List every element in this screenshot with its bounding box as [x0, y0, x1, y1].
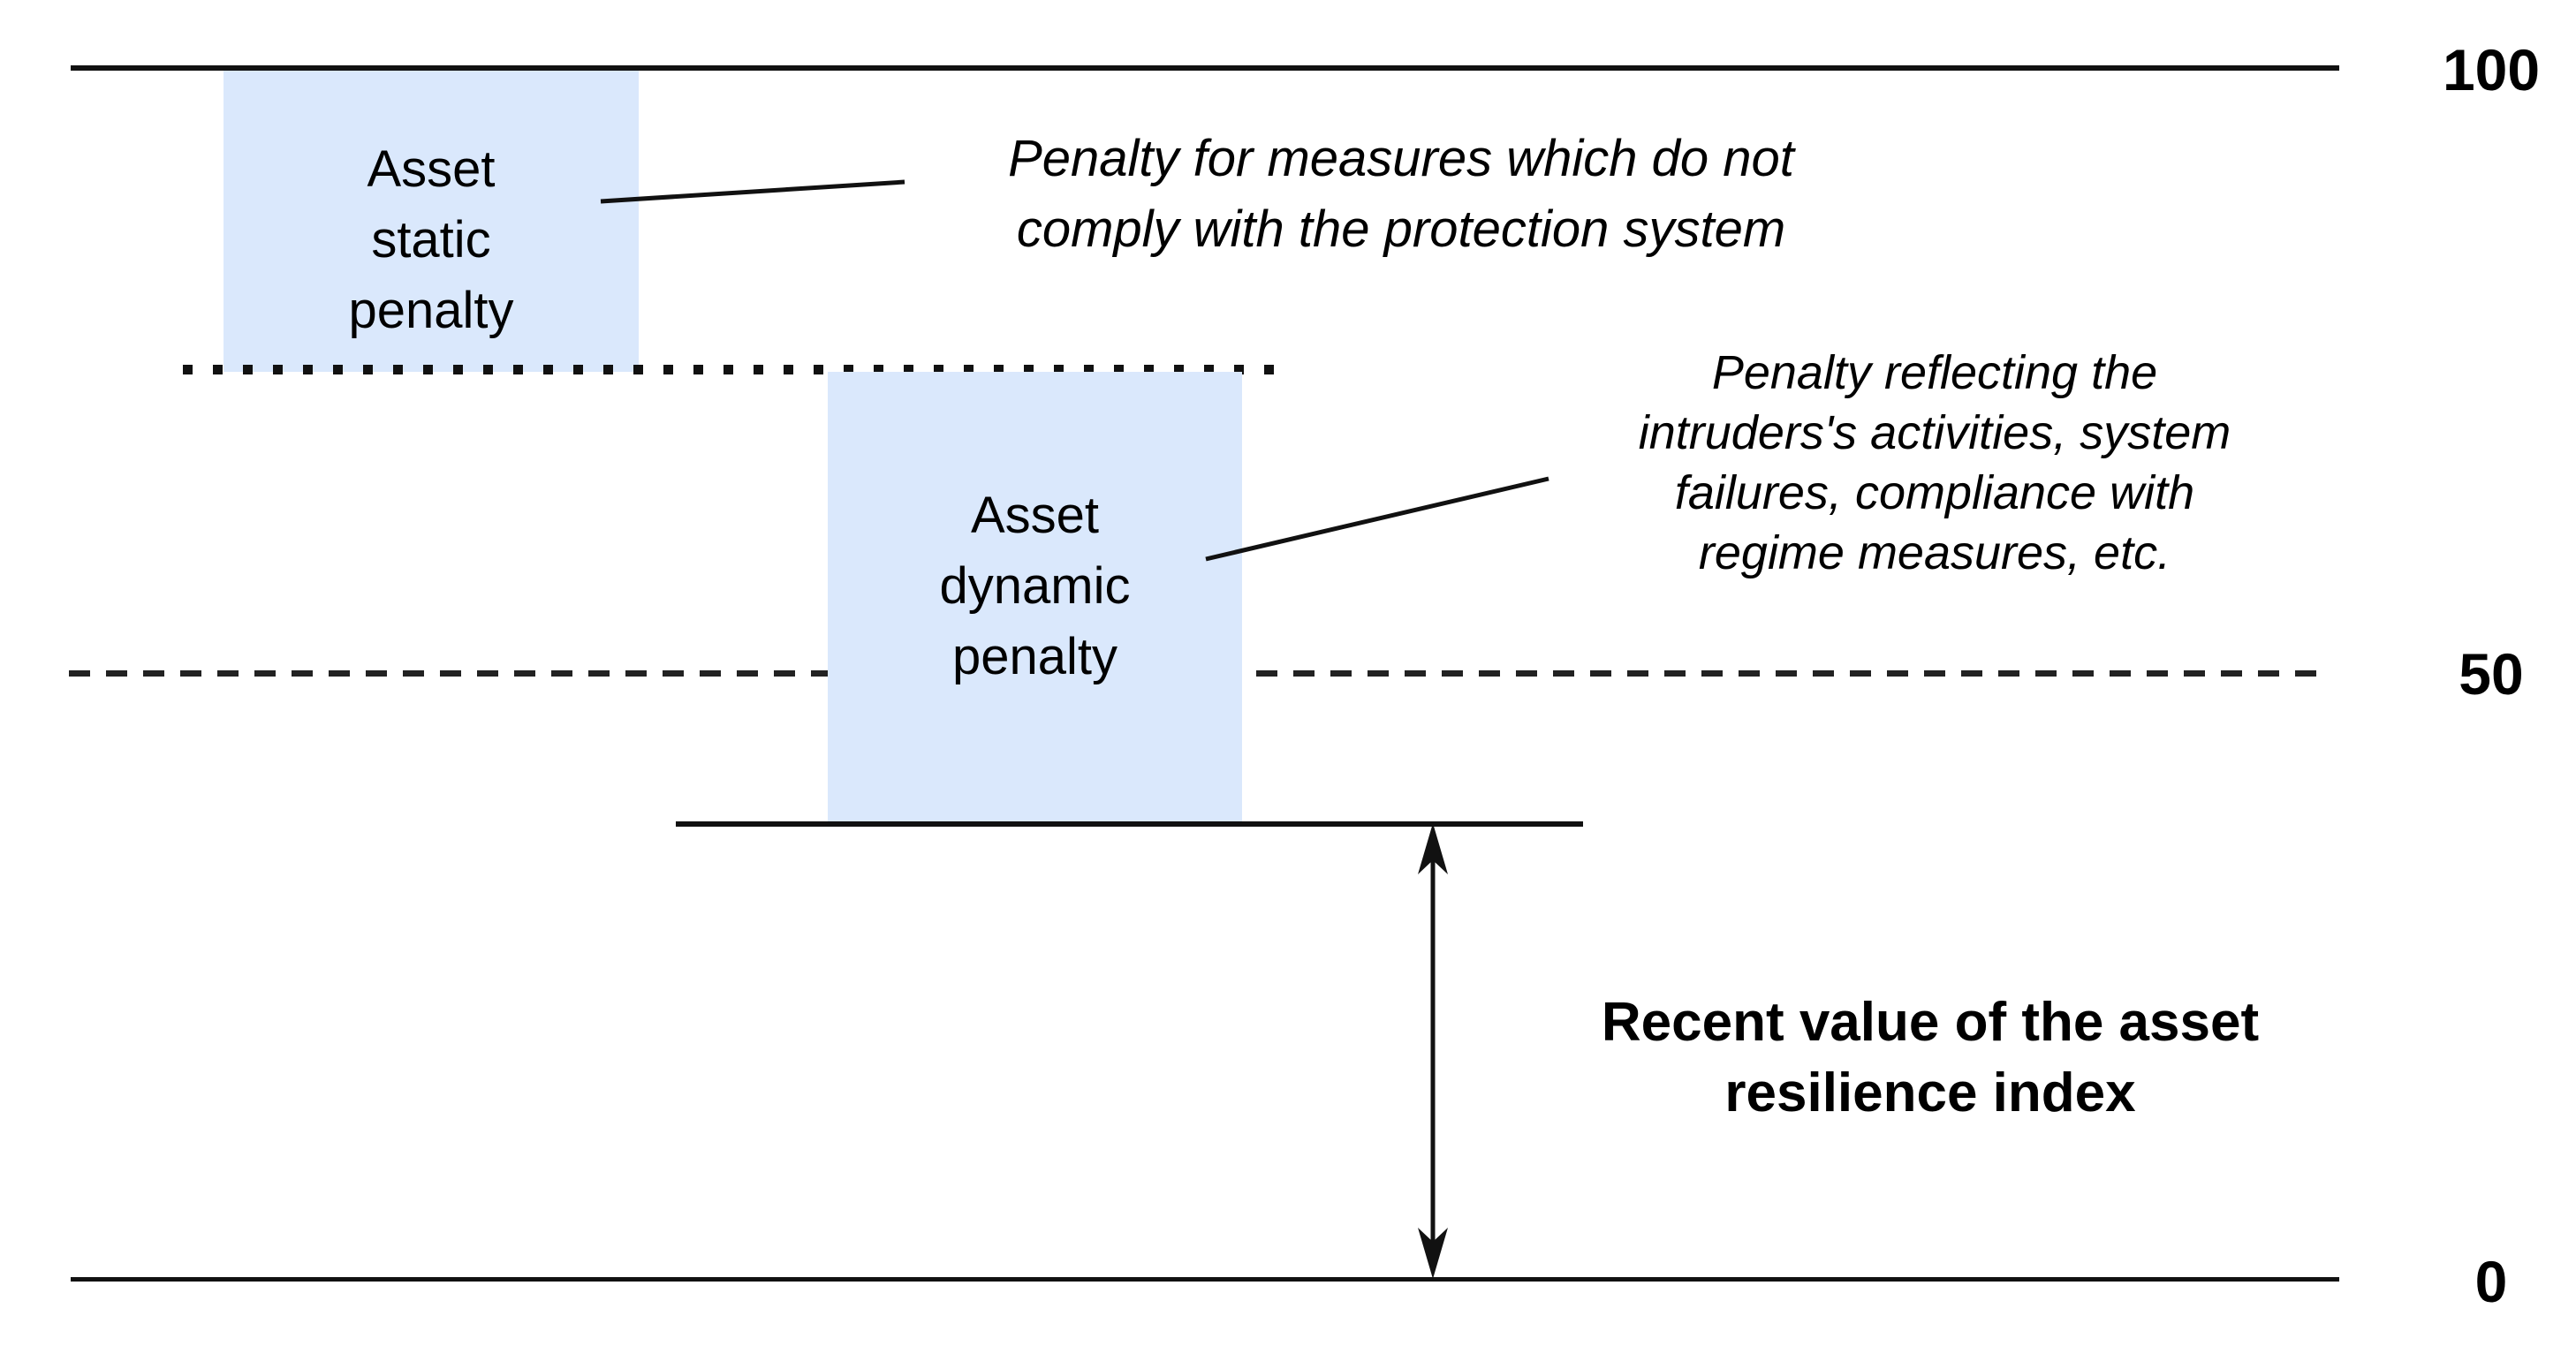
scale-label-0: 0 — [2474, 1249, 2508, 1314]
scale-label-100: 100 — [2442, 37, 2541, 102]
gridline-0 — [71, 1277, 2339, 1282]
dynamic-penalty-note: Penalty reflecting the intruders's activ… — [1638, 346, 2231, 579]
static-penalty-box — [224, 71, 639, 372]
static-note-leader-line — [600, 179, 905, 204]
static-penalty-note: Penalty for measures which do not comply… — [1008, 130, 1794, 258]
scale-label-50: 50 — [2459, 641, 2524, 707]
dynamic-note-leader-line — [1205, 476, 1549, 562]
gridline-100 — [71, 65, 2339, 71]
dynamic-penalty-bottom-line — [676, 821, 1583, 827]
dynamic-penalty-box — [828, 372, 1242, 824]
static-penalty-dotted-boundary — [183, 365, 1283, 374]
static-penalty-label: Asset static penalty — [348, 140, 514, 339]
double-arrow-icon — [1418, 823, 1448, 1279]
dynamic-penalty-label: Asset dynamic penalty — [939, 487, 1131, 685]
resilience-value-note: Recent value of the asset resilience ind… — [1601, 992, 2260, 1123]
